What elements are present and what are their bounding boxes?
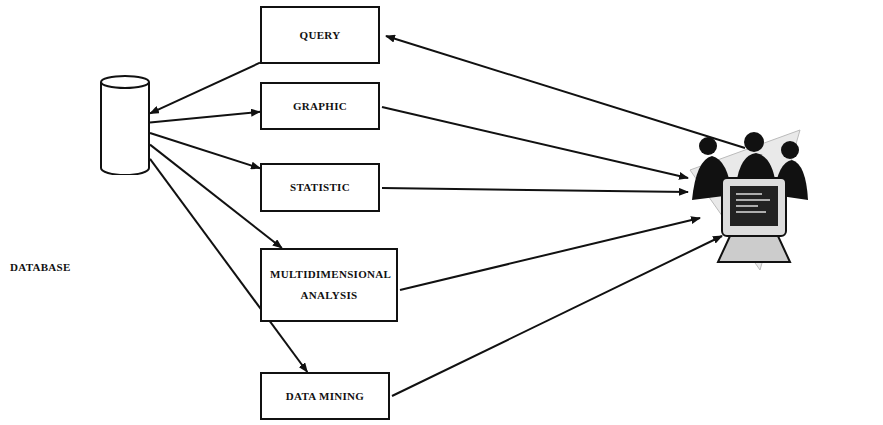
process-box: QUERY xyxy=(260,6,380,64)
box-label: DATA MINING xyxy=(286,386,364,407)
box-label: MULTIDIMENSIONAL ANALYSIS xyxy=(270,264,388,306)
arrow-connector xyxy=(150,63,260,114)
process-box: MULTIDIMENSIONAL ANALYSIS xyxy=(260,248,398,322)
database-cylinder: DATABASE xyxy=(100,75,150,175)
process-box: GRAPHIC xyxy=(260,82,380,130)
users-and-computer xyxy=(690,130,808,270)
box-label: STATISTIC xyxy=(290,177,350,198)
database-label: DATABASE xyxy=(10,257,71,278)
arrow-connector xyxy=(150,133,260,168)
cylinder-outline xyxy=(100,75,150,175)
process-box: DATA MINING xyxy=(260,372,390,420)
process-box: STATISTIC xyxy=(260,163,380,212)
box-label: GRAPHIC xyxy=(293,96,347,117)
user-arrows xyxy=(382,36,745,396)
box-label: QUERY xyxy=(300,25,341,46)
arrow-connector xyxy=(150,112,260,123)
